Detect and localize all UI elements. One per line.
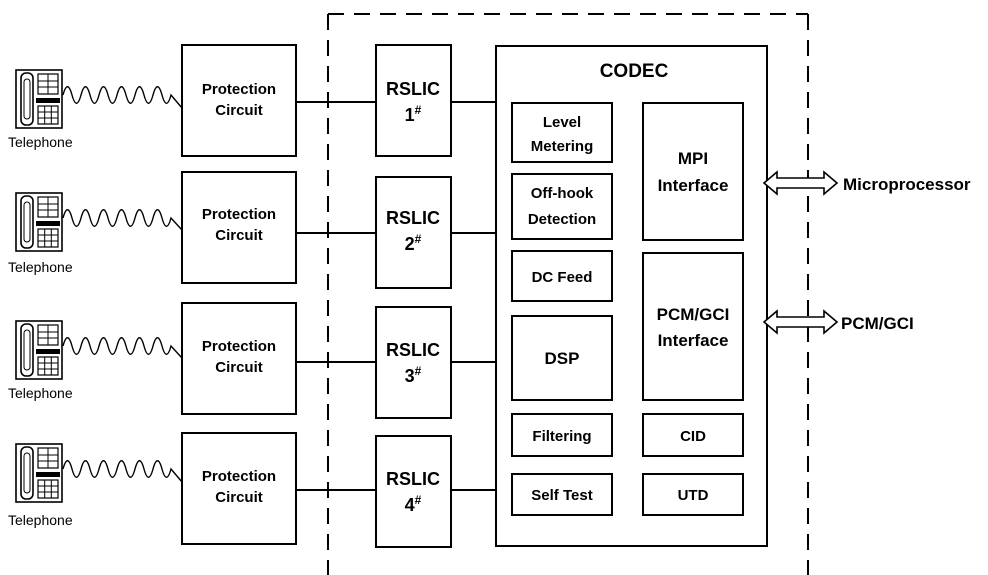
cid-box [642, 413, 744, 457]
rslic-name: RSLIC [386, 469, 440, 489]
phone-cord [62, 86, 183, 109]
protection-circuit-label-line1: Protection [202, 338, 276, 355]
level-metering-label-line1: Level [543, 114, 581, 131]
mpi-interface-label-line2: Interface [658, 176, 729, 195]
protection-circuit-box [181, 302, 297, 415]
phone-cord [62, 460, 183, 483]
pcm-gci-interface-box [642, 252, 744, 401]
dc-feed-box [511, 250, 613, 302]
microprocessor-label: Microprocessor [843, 175, 971, 194]
filtering-label: Filtering [532, 428, 591, 445]
rslic-number: 2# [405, 232, 422, 254]
phone-cord [62, 337, 183, 359]
self-test-box [511, 473, 613, 516]
rslic-name: RSLIC [386, 79, 440, 99]
rslic-box [375, 306, 452, 419]
pcm-gci-bidirectional-arrow [762, 309, 839, 335]
telephone-icon [15, 443, 63, 503]
rslic-box [375, 176, 452, 289]
microprocessor-bidirectional-arrow [762, 170, 839, 196]
protection-circuit-label-line2: Circuit [215, 227, 263, 244]
rslic-name: RSLIC [386, 340, 440, 360]
rslic-box [375, 44, 452, 157]
protection-circuit-box [181, 171, 297, 284]
telephone-icon [15, 320, 63, 380]
channel-row-1: Telephone Protection Circuit RSLIC 1# [8, 44, 496, 157]
rslic-box [375, 435, 452, 548]
telephone-label: Telephone [8, 385, 73, 401]
mpi-interface-box [642, 102, 744, 241]
pcm-gci-interface-label-line2: Interface [658, 331, 729, 350]
self-test-label: Self Test [531, 487, 592, 504]
protection-circuit-label-line2: Circuit [215, 359, 263, 376]
dsp-box [511, 315, 613, 401]
dsp-label: DSP [545, 349, 580, 368]
telephone-label: Telephone [8, 134, 73, 150]
channel-row-2: Telephone Protection Circuit RSLIC 2# [8, 171, 496, 289]
protection-circuit-label-line2: Circuit [215, 489, 263, 506]
cid-label: CID [680, 428, 706, 445]
protection-circuit-box [181, 44, 297, 157]
protection-circuit-label-line1: Protection [202, 81, 276, 98]
channel-row-4: Telephone Protection Circuit RSLIC 4# [8, 432, 496, 548]
protection-circuit-label-line1: Protection [202, 468, 276, 485]
level-metering-box [511, 102, 613, 163]
level-metering-label-line2: Metering [531, 138, 594, 155]
codec-block: CODEC Level Metering Off-hook Detection … [495, 45, 768, 547]
phone-cord [62, 209, 183, 231]
rslic-number: 3# [405, 364, 422, 386]
pcm-gci-interface-label-line1: PCM/GCI [657, 305, 730, 324]
rslic-number: 4# [405, 493, 422, 515]
telephone-label: Telephone [8, 512, 73, 528]
mpi-interface-label-line1: MPI [678, 149, 708, 168]
codec-title: CODEC [600, 61, 669, 82]
rslic-name: RSLIC [386, 208, 440, 228]
off-hook-detection-label-line2: Detection [528, 211, 596, 228]
protection-circuit-box [181, 432, 297, 545]
off-hook-detection-label-line1: Off-hook [531, 185, 594, 202]
telephone-icon [15, 69, 63, 129]
utd-box [642, 473, 744, 516]
telephone-icon [15, 192, 63, 252]
protection-circuit-label-line1: Protection [202, 206, 276, 223]
off-hook-detection-box [511, 173, 613, 240]
channel-row-3: Telephone Protection Circuit RSLIC 3# [8, 302, 496, 419]
protection-circuit-label-line2: Circuit [215, 102, 263, 119]
dc-feed-label: DC Feed [532, 269, 593, 286]
pcm-gci-label: PCM/GCI [841, 314, 914, 333]
telephone-label: Telephone [8, 259, 73, 275]
filtering-box [511, 413, 613, 457]
utd-label: UTD [678, 487, 709, 504]
rslic-number: 1# [405, 103, 422, 125]
